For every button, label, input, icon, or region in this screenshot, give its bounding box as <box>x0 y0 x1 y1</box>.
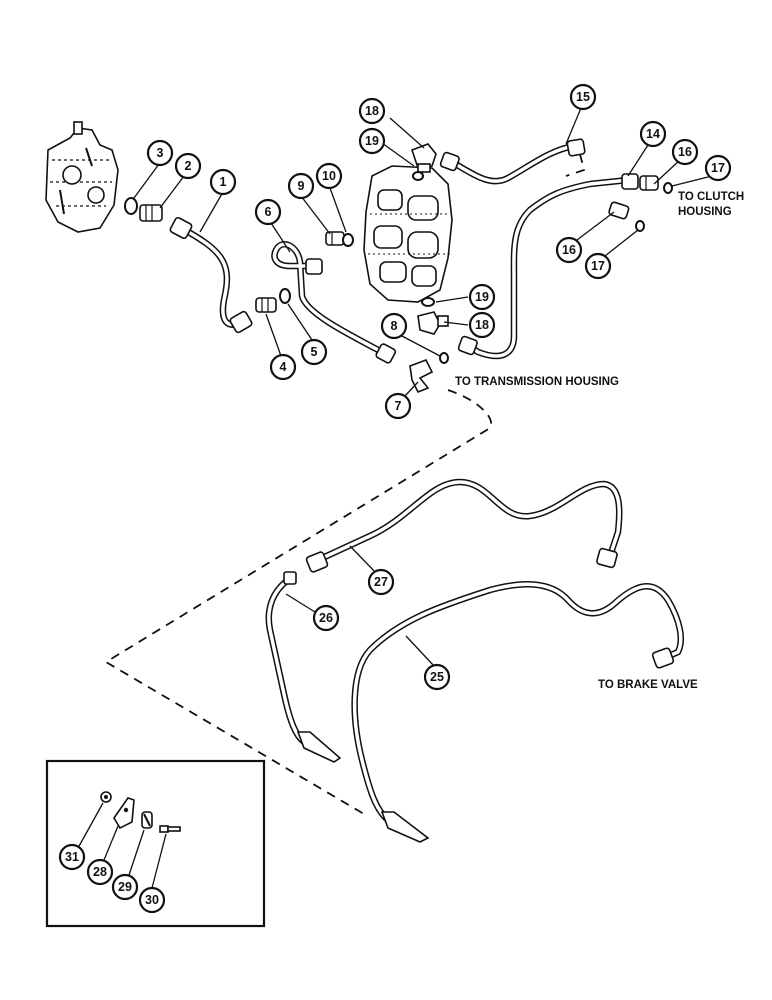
svg-text:29: 29 <box>118 880 132 894</box>
svg-text:TO BRAKE VALVE: TO BRAKE VALVE <box>598 679 698 691</box>
svg-text:8: 8 <box>391 319 398 333</box>
svg-text:15: 15 <box>576 90 590 104</box>
fitting-9 <box>325 231 345 246</box>
o-ring-8 <box>439 352 449 364</box>
svg-text:HOUSING: HOUSING <box>678 206 732 218</box>
hardware-inset-box <box>45 759 266 928</box>
svg-text:17: 17 <box>711 161 725 175</box>
svg-text:25: 25 <box>430 670 444 684</box>
callout-10: 10 <box>315 162 343 190</box>
svg-text:2: 2 <box>185 159 192 173</box>
tube-15-hidden-line <box>565 153 586 177</box>
svg-text:17: 17 <box>591 259 605 273</box>
callout-19-upper: 19 <box>358 127 386 155</box>
fitting-2 <box>139 204 163 222</box>
tube-15 <box>439 138 586 185</box>
svg-text:1: 1 <box>220 175 227 189</box>
bracket-28 <box>113 797 135 830</box>
callout-28: 28 <box>86 858 114 886</box>
clip-29 <box>141 811 153 829</box>
svg-text:7: 7 <box>395 399 402 413</box>
label-to-transmission-housing: TO TRANSMISSION HOUSING <box>455 376 619 388</box>
svg-text:31: 31 <box>65 850 79 864</box>
bolt-30 <box>159 825 181 833</box>
svg-text:3: 3 <box>157 146 164 160</box>
callout-25: 25 <box>423 663 451 691</box>
callout-9: 9 <box>287 172 315 200</box>
tube-25 <box>351 581 684 843</box>
svg-text:28: 28 <box>93 865 107 879</box>
svg-text:18: 18 <box>475 318 489 332</box>
tube-27 <box>305 478 623 573</box>
control-valve-body <box>45 121 119 233</box>
callout-17-right: 17 <box>704 154 732 182</box>
label-to-brake-valve: TO BRAKE VALVE <box>598 679 698 691</box>
callout-7: 7 <box>384 392 412 420</box>
svg-text:26: 26 <box>319 611 333 625</box>
callout-19-lower: 19 <box>468 283 496 311</box>
callout-31: 31 <box>58 843 86 871</box>
callout-8: 8 <box>380 312 408 340</box>
callout-29: 29 <box>111 873 139 901</box>
nut-31 <box>100 791 112 803</box>
svg-text:19: 19 <box>475 290 489 304</box>
svg-text:27: 27 <box>374 575 388 589</box>
svg-text:30: 30 <box>145 893 159 907</box>
callout-5: 5 <box>300 338 328 366</box>
fitting-16-right <box>639 175 659 191</box>
svg-text:18: 18 <box>365 104 379 118</box>
svg-text:19: 19 <box>365 134 379 148</box>
o-ring-19-lower <box>421 297 435 307</box>
svg-text:6: 6 <box>265 205 272 219</box>
valve-manifold-body <box>363 165 453 303</box>
svg-text:14: 14 <box>646 127 660 141</box>
callout-1: 1 <box>209 168 237 196</box>
o-ring-5 <box>279 288 291 304</box>
elbow-18-upper <box>410 143 437 173</box>
o-ring-3 <box>124 197 138 215</box>
callout-16-lower: 16 <box>555 236 583 264</box>
o-ring-19-upper <box>412 171 424 181</box>
callout-18-lower: 18 <box>468 311 496 339</box>
svg-text:16: 16 <box>562 243 576 257</box>
svg-text:16: 16 <box>678 145 692 159</box>
callout-26: 26 <box>312 604 340 632</box>
callout-27: 27 <box>367 568 395 596</box>
tube-26 <box>265 571 342 763</box>
svg-text:5: 5 <box>311 345 318 359</box>
label-to-clutch-housing: TO CLUTCH HOUSING <box>678 191 744 218</box>
svg-text:TO TRANSMISSION HOUSING: TO TRANSMISSION HOUSING <box>455 376 619 388</box>
fitting-16-lower <box>608 201 630 220</box>
svg-text:10: 10 <box>322 169 336 183</box>
callout-3: 3 <box>146 139 174 167</box>
tube-1 <box>169 216 253 334</box>
inset-leader-lines <box>77 802 167 889</box>
elbow-18-lower <box>417 311 449 335</box>
o-ring-17-right <box>663 182 673 194</box>
svg-text:TO CLUTCH: TO CLUTCH <box>678 191 744 203</box>
fitting-4 <box>255 297 277 313</box>
svg-text:9: 9 <box>298 179 305 193</box>
callout-14: 14 <box>639 120 667 148</box>
o-ring-17-lower <box>635 220 645 232</box>
callout-18-upper: 18 <box>358 97 386 125</box>
callout-4: 4 <box>269 353 297 381</box>
tube-14 <box>457 173 639 360</box>
callout-17-lower: 17 <box>584 252 612 280</box>
callout-6: 6 <box>254 198 282 226</box>
svg-text:4: 4 <box>280 360 287 374</box>
callout-16-right: 16 <box>671 138 699 166</box>
callout-15: 15 <box>569 83 597 111</box>
callout-30: 30 <box>138 886 166 914</box>
o-ring-10 <box>342 233 354 247</box>
tube-6 <box>271 241 397 364</box>
leader-lines <box>133 107 713 668</box>
callout-2: 2 <box>174 152 202 180</box>
